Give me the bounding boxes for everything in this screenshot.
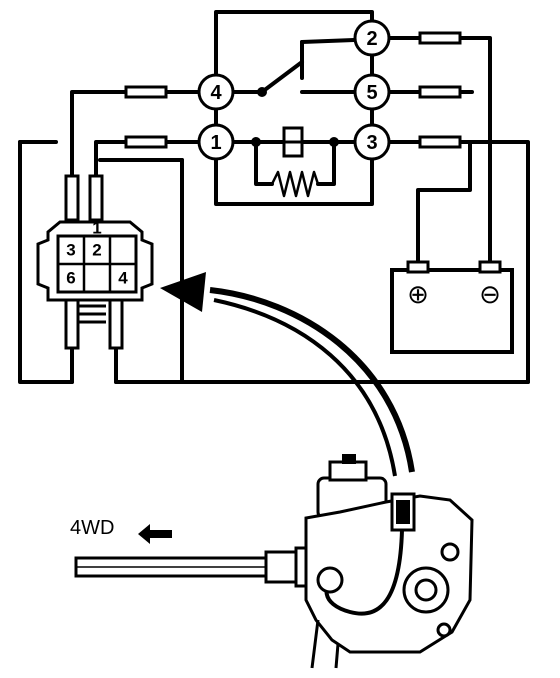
resistor: [254, 140, 336, 198]
arrow-left-icon: [138, 524, 172, 544]
inline-terminals: [124, 31, 462, 149]
wiring: [18, 10, 530, 384]
node-5: 5: [353, 73, 391, 111]
connector-pin-1: 1: [92, 219, 101, 238]
inline-terminal: [124, 135, 168, 149]
connector-pin-4: 4: [118, 269, 128, 288]
connector-pin-6: 6: [66, 269, 75, 288]
node-3: 3: [353, 123, 391, 161]
battery: ⊕ ⊖: [390, 260, 514, 354]
inline-terminal: [418, 31, 462, 45]
relay-coil: [282, 126, 304, 158]
connector-pin-2: 2: [92, 241, 101, 260]
svg-text:2: 2: [366, 28, 377, 50]
connector-pin-3: 3: [66, 241, 75, 260]
svg-text:5: 5: [366, 82, 377, 104]
svg-text:1: 1: [210, 132, 221, 154]
inline-terminal: [418, 135, 462, 149]
switch-contact: [257, 87, 267, 97]
battery-positive-icon: ⊕: [407, 279, 429, 309]
direction-label: 4WD: [70, 517, 114, 539]
node-1: 1: [197, 123, 235, 161]
connector: 3 2 1 6 4: [36, 174, 154, 350]
svg-text:4: 4: [210, 82, 222, 104]
node-2: 2: [353, 19, 391, 57]
node-4: 4: [197, 73, 235, 111]
inline-terminal: [418, 85, 462, 99]
battery-negative-icon: ⊖: [479, 279, 501, 309]
inline-terminal: [124, 85, 168, 99]
actuator: [74, 454, 474, 669]
svg-text:3: 3: [366, 132, 377, 154]
curved-arrow: [160, 272, 415, 477]
